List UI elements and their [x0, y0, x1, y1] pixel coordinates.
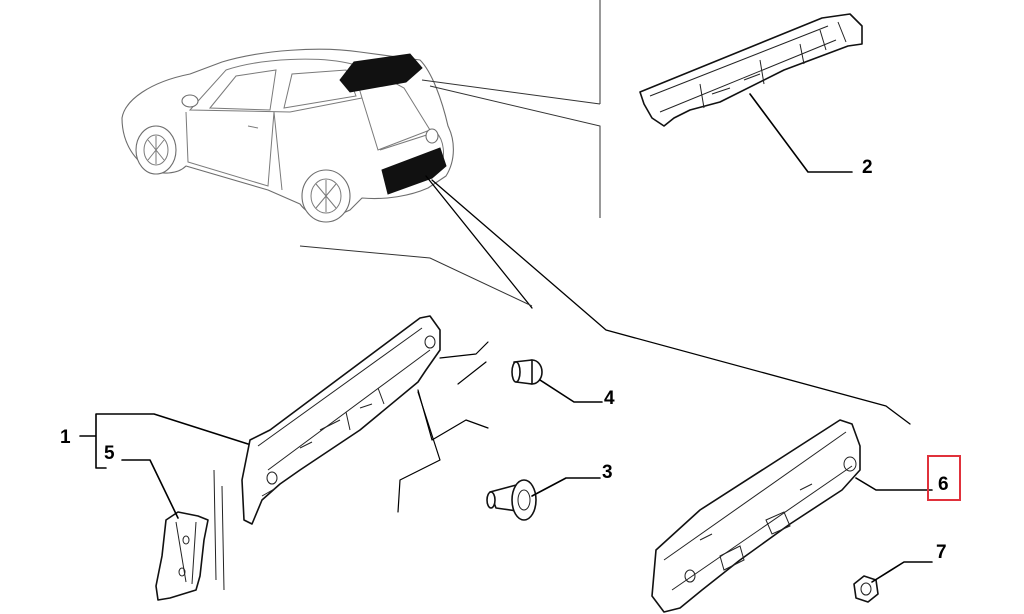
car-illustration	[121, 48, 454, 223]
callout-5: 5	[104, 443, 115, 464]
part-4-pin	[511, 359, 543, 385]
callout-6: 6	[938, 474, 949, 495]
callout-6-highlight-box	[927, 455, 961, 501]
guide-lines	[299, 0, 911, 425]
callout-leaders	[79, 93, 933, 583]
callout-7: 7	[936, 542, 947, 563]
assembly-lines	[397, 341, 489, 513]
part-2-bracket	[639, 13, 863, 127]
part-5-bracket	[155, 469, 225, 601]
callout-3: 3	[602, 462, 613, 483]
part-1-member	[241, 315, 441, 525]
callout-4: 4	[604, 388, 615, 409]
part-6-member	[651, 419, 861, 613]
callout-labels: 1 2 3 4 5 6 7	[60, 157, 961, 563]
part-3-plug	[486, 479, 537, 521]
rear-panel-highlight	[381, 147, 447, 195]
callout-2: 2	[862, 157, 873, 178]
spoiler-highlight	[339, 53, 423, 93]
callout-1: 1	[60, 427, 71, 448]
